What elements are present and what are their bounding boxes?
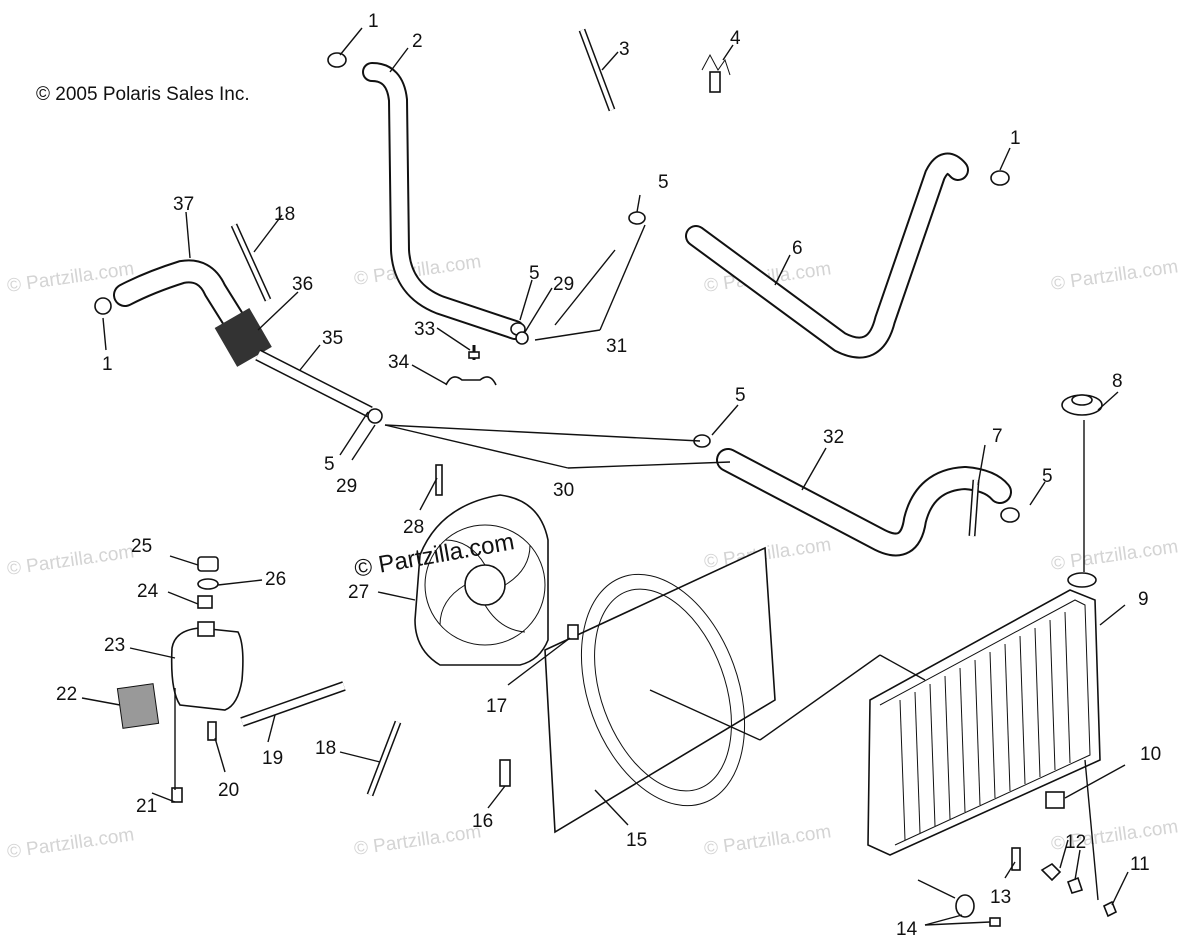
callout-1: 1 [1010, 128, 1021, 149]
fan-assembly-27 [414, 494, 549, 666]
callout-28: 28 [403, 517, 424, 538]
callout-17: 17 [486, 696, 507, 717]
callout-5: 5 [529, 263, 540, 284]
callout-37: 37 [173, 194, 194, 215]
callout-35: 35 [322, 328, 343, 349]
callout-25: 25 [131, 536, 152, 557]
callout-13: 13 [990, 887, 1011, 908]
callout-16: 16 [472, 811, 493, 832]
callout-22: 22 [56, 684, 77, 705]
shroud-15 [544, 546, 776, 834]
gasket-26 [197, 578, 219, 590]
callout-20: 20 [218, 780, 239, 801]
callout-29: 29 [336, 476, 357, 497]
callout-5: 5 [1042, 466, 1053, 487]
callout-6: 6 [792, 238, 803, 259]
callout-24: 24 [137, 581, 159, 602]
pipe-35 [255, 349, 383, 424]
callout-labels: 1 2 3 4 1 5 6 37 18 36 1 35 5 29 31 33 3… [56, 11, 1161, 940]
callout-12: 12 [1065, 832, 1086, 853]
callout-5: 5 [735, 385, 746, 406]
clip-4 [701, 53, 731, 93]
nut-11 [1102, 900, 1118, 918]
callout-30: 30 [553, 480, 574, 501]
callout-4: 4 [730, 28, 741, 49]
nut-12 [1066, 876, 1084, 894]
callout-34: 34 [388, 352, 410, 373]
watermark: © Partzilla.com [1050, 256, 1180, 295]
callout-19: 19 [262, 748, 283, 769]
hose-32 [716, 448, 1012, 557]
callout-18: 18 [315, 738, 336, 759]
bracket-34 [445, 345, 497, 386]
hose-2 [362, 62, 525, 340]
nut-17 [567, 624, 579, 640]
callout-1: 1 [102, 354, 113, 375]
callout-27: 27 [348, 582, 369, 603]
pad-22 [116, 683, 160, 729]
callout-8: 8 [1112, 371, 1123, 392]
watermark: © Partzilla.com [703, 821, 833, 860]
hose-37 [113, 259, 272, 367]
callout-11: 11 [1130, 854, 1150, 875]
washer-12 [1040, 862, 1062, 882]
bolt-16 [499, 759, 511, 787]
bolt-28 [435, 464, 443, 496]
watermark: © Partzilla.com [353, 821, 483, 860]
bolt-13 [1011, 847, 1021, 871]
radiator-9 [867, 572, 1101, 856]
fitting-20 [207, 721, 217, 741]
coolant-reservoir-23 [170, 621, 244, 711]
grommet-14 [955, 894, 975, 918]
copyright-text: © 2005 Polaris Sales Inc. [36, 84, 250, 105]
callout-18: 18 [274, 204, 295, 225]
callout-5: 5 [324, 454, 335, 475]
watermark: © Partzilla.com [1050, 536, 1180, 575]
screw-21 [171, 787, 183, 803]
callout-14: 14 [896, 919, 918, 940]
callout-5: 5 [658, 172, 669, 193]
callout-33: 33 [414, 319, 435, 340]
callout-3: 3 [619, 39, 630, 60]
callout-32: 32 [823, 427, 844, 448]
leader-lines [81, 27, 1129, 926]
callout-10: 10 [1140, 744, 1161, 765]
hose-6 [685, 152, 969, 359]
callout-21: 21 [136, 796, 157, 817]
clamp-parts [94, 52, 1020, 523]
callout-9: 9 [1138, 589, 1149, 610]
callout-26: 26 [265, 569, 286, 590]
watermark: © Partzilla.com [6, 541, 136, 580]
callout-7: 7 [992, 426, 1003, 447]
callout-29: 29 [553, 274, 574, 295]
callout-1: 1 [368, 11, 379, 32]
grommet-10 [1045, 791, 1065, 809]
cap-25 [197, 556, 219, 572]
fitting-14 [989, 917, 1001, 927]
callout-31: 31 [606, 336, 627, 357]
callout-15: 15 [626, 830, 647, 851]
callout-23: 23 [104, 635, 125, 656]
watermark: © Partzilla.com [6, 824, 136, 863]
callout-2: 2 [412, 31, 423, 52]
radiator-cap-8 [1061, 394, 1103, 416]
grommet-24 [197, 595, 213, 609]
callout-36: 36 [292, 274, 313, 295]
